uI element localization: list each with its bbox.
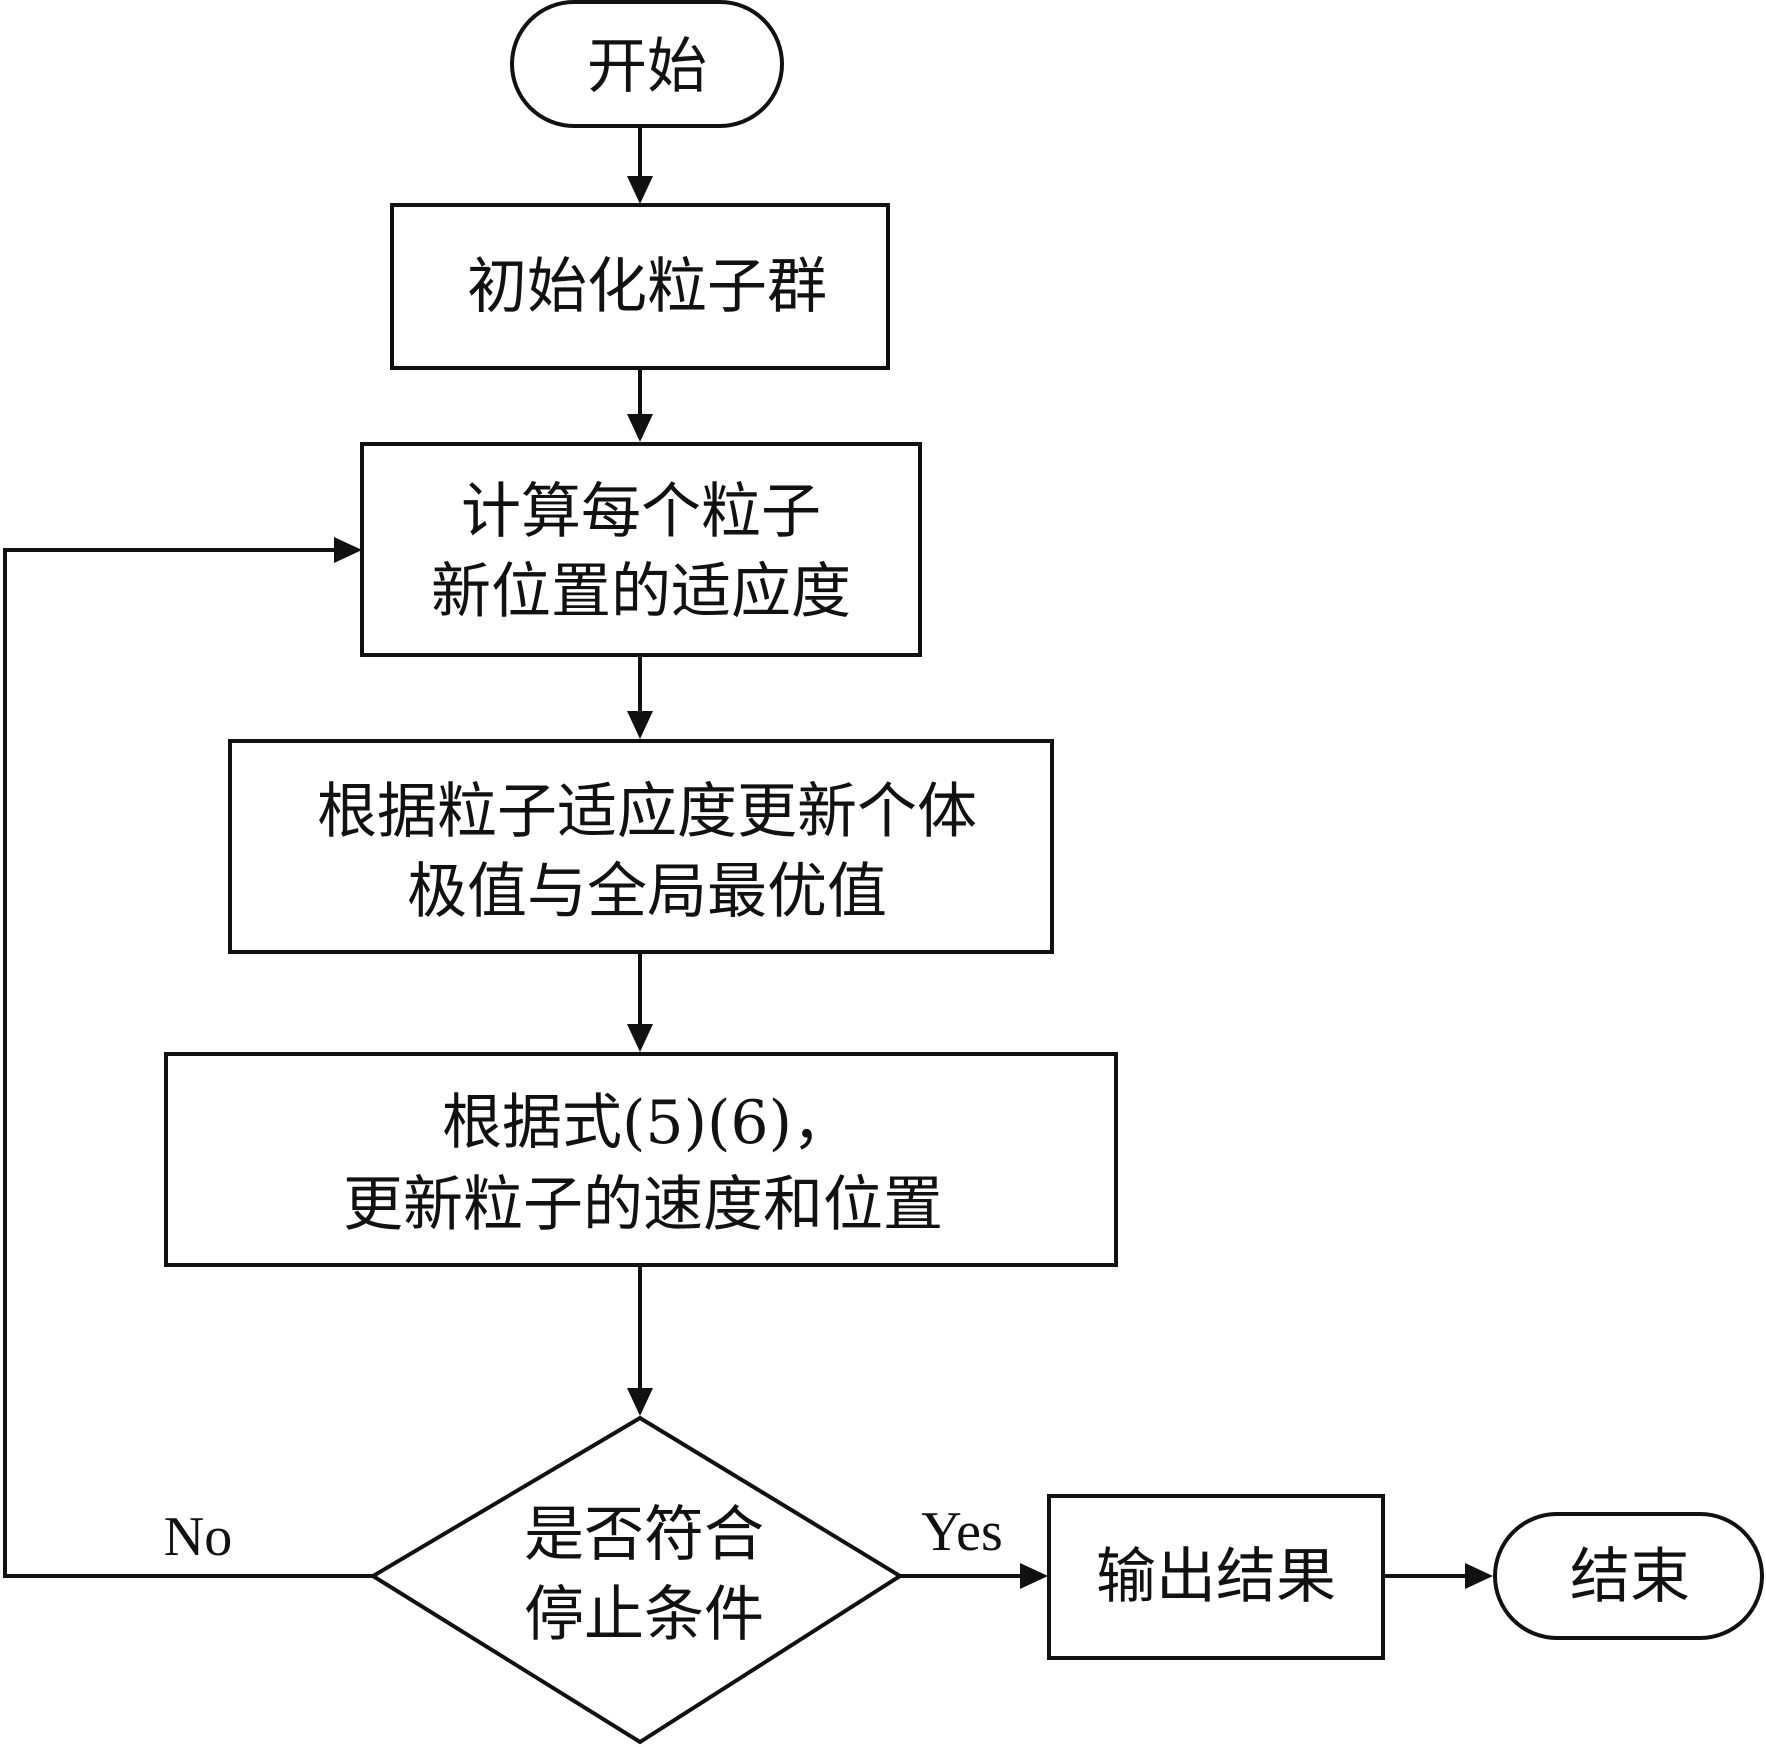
terminal-shape-end	[1493, 1512, 1764, 1640]
process-box-update-best	[228, 739, 1054, 954]
process-box-fitness	[360, 442, 922, 657]
node-fitness-line-2: 新位置的适应度	[431, 557, 851, 627]
node-decision: 是否符合 停止条件	[369, 1415, 904, 1745]
node-decision-line-2: 停止条件	[524, 1580, 764, 1650]
arrowhead-start-to-init	[627, 176, 653, 204]
arrowhead-decision-to-output	[1020, 1563, 1048, 1589]
node-fitness-line-1: 计算每个粒子	[461, 477, 821, 547]
node-end-label: 结束	[1570, 1542, 1690, 1612]
node-init-label: 初始化粒子群	[467, 252, 827, 322]
node-update-best-line-2: 极值与全局最优值	[407, 857, 887, 927]
arrowhead-decision-to-fitness	[334, 537, 362, 563]
arrowhead-update-best-to-update-vel	[627, 1024, 653, 1052]
terminal-shape-start	[510, 0, 784, 128]
node-output: 输出结果	[1047, 1494, 1385, 1660]
node-end: 结束	[1493, 1512, 1764, 1640]
edge-decision-to-fitness-loop	[3, 548, 373, 1578]
node-update-vel: 根据式(5)(6)， 更新粒子的速度和位置	[164, 1052, 1118, 1267]
arrowhead-output-to-end	[1465, 1563, 1493, 1589]
edge-label-yes: Yes	[921, 1501, 1002, 1563]
node-decision-line-1: 是否符合	[524, 1500, 764, 1570]
node-update-best: 根据粒子适应度更新个体 极值与全局最优值	[228, 739, 1054, 954]
node-init: 初始化粒子群	[390, 203, 890, 370]
node-start-label: 开始	[587, 32, 707, 102]
decision-diamond	[369, 1415, 904, 1745]
node-fitness: 计算每个粒子 新位置的适应度	[360, 442, 922, 657]
edge-label-no: No	[164, 1506, 232, 1568]
node-update-best-line-1: 根据粒子适应度更新个体	[317, 777, 977, 847]
process-box-output	[1047, 1494, 1385, 1660]
process-box-update-vel	[164, 1052, 1118, 1267]
node-start: 开始	[510, 0, 784, 128]
arrowhead-update-vel-to-decision	[627, 1388, 653, 1416]
arrowhead-init-to-fitness	[627, 414, 653, 442]
edges	[3, 128, 1493, 1589]
process-box-init	[390, 203, 890, 370]
node-update-vel-line-1: 根据式(5)(6)，	[442, 1088, 852, 1158]
arrowhead-fitness-to-update-best	[627, 711, 653, 739]
node-update-vel-line-2: 更新粒子的速度和位置	[343, 1170, 943, 1240]
node-output-label: 输出结果	[1096, 1542, 1336, 1612]
